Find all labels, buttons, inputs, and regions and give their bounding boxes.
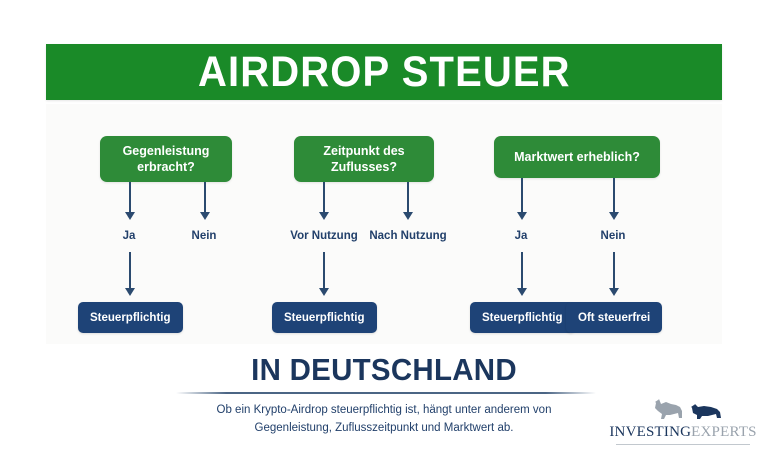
footer-heading: IN DEUTSCHLAND bbox=[251, 352, 517, 387]
branch-label-g2-right: Nach Nutzung bbox=[369, 230, 447, 242]
connector-g2-left-top bbox=[323, 182, 325, 212]
result-box-g1-left: Steuerpflichtig bbox=[78, 302, 183, 333]
footer-description: Ob ein Krypto-Airdrop steuerpflichtig is… bbox=[0, 402, 768, 438]
arrowhead-g2-right-top bbox=[403, 212, 413, 220]
connector-g3-right-bottom bbox=[613, 252, 615, 288]
arrowhead-g3-left-bottom bbox=[517, 288, 527, 296]
footer-description-line-1: Ob ein Krypto-Airdrop steuerpflichtig is… bbox=[216, 404, 552, 416]
connector-g2-left-bottom bbox=[323, 252, 325, 288]
arrowhead-g3-left-top bbox=[517, 212, 527, 220]
decision-label: Marktwert erheblich? bbox=[514, 150, 640, 164]
arrowhead-g1-right-top bbox=[200, 212, 210, 220]
footer-divider bbox=[176, 392, 596, 394]
result-box-g3-right: Oft steuerfrei bbox=[566, 302, 663, 333]
connector-g1-left-bottom bbox=[129, 252, 131, 288]
branch-label-g1-left: Ja bbox=[122, 230, 136, 242]
branch-label-g1-right: Nein bbox=[191, 230, 217, 242]
arrowhead-g3-right-top bbox=[609, 212, 619, 220]
bull-and-bear-icon bbox=[655, 399, 721, 419]
branch-label-g3-left: Ja bbox=[514, 230, 528, 242]
footer: IN DEUTSCHLAND Ob ein Krypto-Airdrop ste… bbox=[0, 352, 768, 434]
result-box-g2-left: Steuerpflichtig bbox=[272, 302, 377, 333]
arrowhead-g1-left-top bbox=[125, 212, 135, 220]
arrowhead-g1-left-bottom bbox=[125, 288, 135, 296]
connector-g3-right-top bbox=[613, 178, 615, 212]
connector-g3-left-top bbox=[521, 178, 523, 212]
connector-g3-left-bottom bbox=[521, 252, 523, 288]
page-title: AIRDROP STEUER bbox=[197, 47, 571, 96]
arrowhead-g2-left-bottom bbox=[319, 288, 329, 296]
decision-label: Gegenleistung erbracht? bbox=[123, 143, 210, 175]
arrowhead-g2-left-top bbox=[319, 212, 329, 220]
decision-box-zeitpunkt: Zeitpunkt des Zuflusses? bbox=[294, 136, 434, 182]
logo-underline bbox=[616, 444, 750, 445]
decision-label-line-2: Zuflusses? bbox=[330, 160, 397, 174]
branch-label-g3-right: Nein bbox=[600, 230, 626, 242]
title-banner: AIRDROP STEUER bbox=[46, 44, 722, 100]
decision-box-marktwert: Marktwert erheblich? bbox=[494, 136, 660, 178]
connector-g1-left-top bbox=[129, 182, 131, 212]
logo-wordmark: INVESTINGEXPERTS bbox=[608, 424, 758, 441]
decision-label-line-1: Zeitpunkt des bbox=[323, 144, 405, 158]
arrowhead-g3-right-bottom bbox=[609, 288, 619, 296]
decision-label-line-1: Gegenleistung bbox=[122, 144, 210, 158]
branch-label-g2-left: Vor Nutzung bbox=[290, 230, 358, 242]
connector-g2-right-top bbox=[407, 182, 409, 212]
logo-word-investing: INVESTING bbox=[609, 424, 692, 440]
brand-logo: INVESTINGEXPERTS bbox=[608, 398, 758, 452]
decision-label: Zeitpunkt des Zuflusses? bbox=[323, 143, 404, 175]
logo-word-experts: EXPERTS bbox=[691, 424, 757, 440]
decision-label-line-2: erbracht? bbox=[137, 160, 195, 174]
connector-g1-right-top bbox=[204, 182, 206, 212]
decision-box-gegenleistung: Gegenleistung erbracht? bbox=[100, 136, 232, 182]
footer-description-line-2: Gegenleistung, Zuflusszeitpunkt und Mark… bbox=[254, 421, 514, 434]
result-box-g3-left: Steuerpflichtig bbox=[470, 302, 575, 333]
